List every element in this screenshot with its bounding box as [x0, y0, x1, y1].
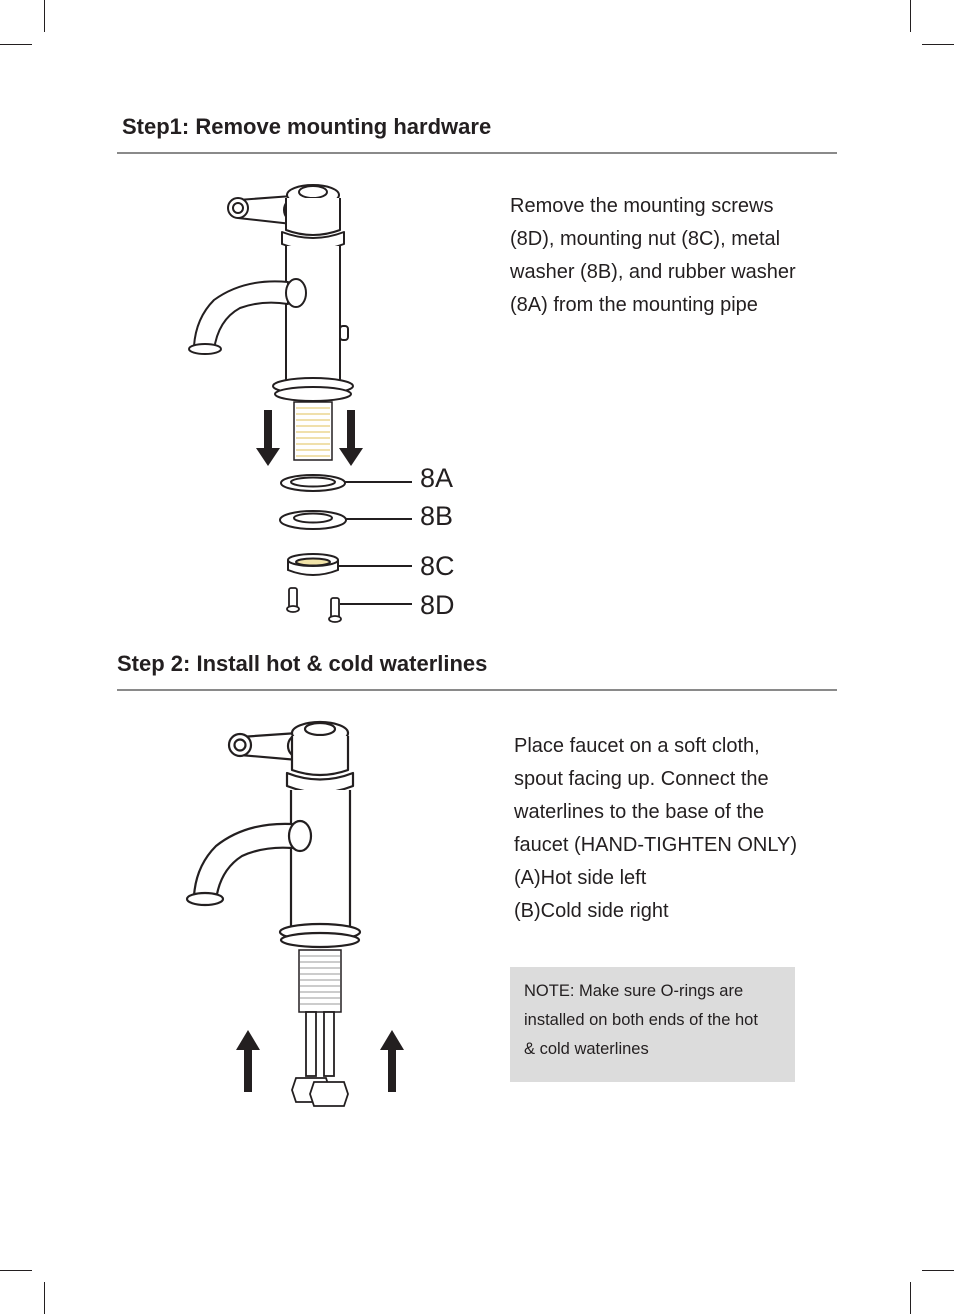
callout-8a: 8A	[420, 463, 454, 493]
step1-divider	[117, 152, 837, 154]
step1-heading: Step1: Remove mounting hardware	[122, 114, 492, 139]
callout-8b: 8B	[420, 501, 454, 531]
crop-mark	[0, 44, 32, 45]
instruction-line: Place faucet on a soft cloth,	[514, 735, 760, 757]
crop-mark	[922, 44, 954, 45]
note-line: & cold waterlines	[524, 1040, 649, 1058]
crop-mark	[44, 1282, 45, 1314]
instruction-line: waterlines to the base of the	[514, 801, 765, 823]
faucet-exploded-illustration	[188, 184, 412, 623]
note-line: NOTE: Make sure O-rings are	[524, 982, 744, 1000]
arrow-icon	[236, 1030, 404, 1092]
instruction-line: (B)Cold side right	[514, 900, 669, 922]
instruction-line: Remove the mounting screws	[510, 195, 774, 217]
crop-mark	[910, 0, 911, 32]
crop-mark	[910, 1282, 911, 1314]
callout-8c: 8C	[420, 551, 455, 581]
instruction-line: spout facing up. Connect the	[514, 768, 769, 790]
instruction-line: (8A) from the mounting pipe	[510, 294, 758, 316]
step2-heading: Step 2: Install hot & cold waterlines	[117, 651, 488, 676]
instruction-line: (8D), mounting nut (8C), metal	[510, 228, 781, 250]
crop-mark	[922, 1270, 954, 1271]
step2-divider	[117, 689, 837, 691]
note-box: NOTE: Make sure O-rings are installed on…	[510, 967, 795, 1082]
instruction-line: washer (8B), and rubber washer	[510, 261, 796, 283]
crop-mark	[0, 1270, 32, 1271]
instruction-line: (A)Hot side left	[514, 867, 647, 889]
step2-instructions: Place faucet on a soft cloth, spout faci…	[514, 730, 797, 928]
note-line: installed on both ends of the hot	[524, 1011, 758, 1029]
callout-8d: 8D	[420, 590, 455, 620]
arrow-icon	[256, 410, 363, 466]
instruction-line: faucet (HAND-TIGHTEN ONLY)	[514, 834, 797, 856]
step1-instructions: Remove the mounting screws (8D), mountin…	[510, 190, 796, 322]
crop-mark	[44, 0, 45, 32]
